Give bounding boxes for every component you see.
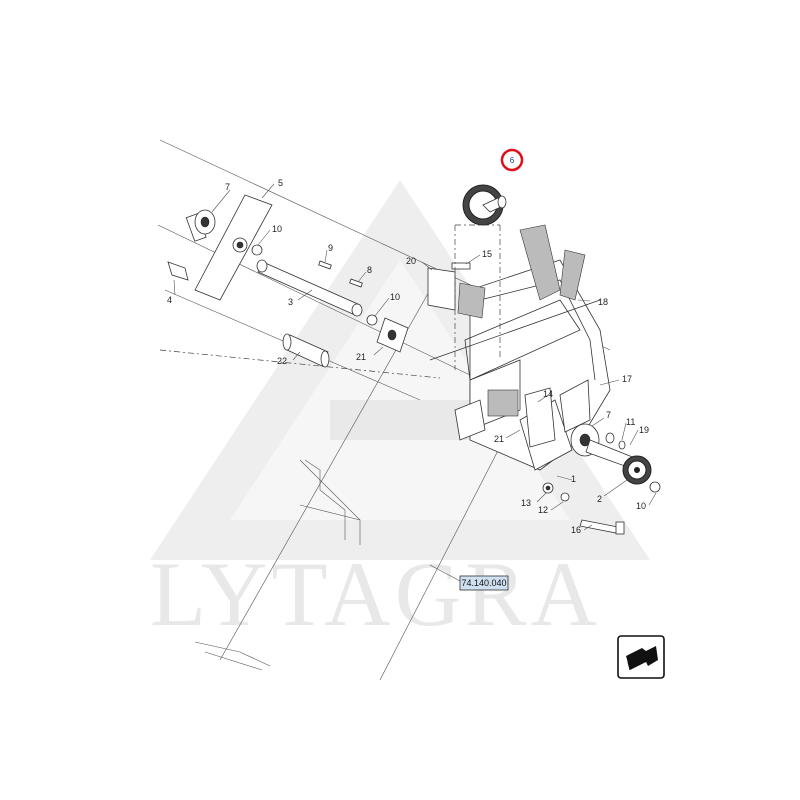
reference-label: 74.140.040 <box>461 578 506 588</box>
callout-20[interactable]: 20 <box>406 256 416 266</box>
callout-15[interactable]: 15 <box>482 249 492 259</box>
shaft <box>256 259 363 317</box>
callout-2[interactable]: 2 <box>597 494 602 504</box>
highlight-callout-6[interactable]: 6 <box>500 148 524 172</box>
callout-9[interactable]: 9 <box>328 243 333 253</box>
callout-4[interactable]: 4 <box>167 295 172 305</box>
callout-10-right[interactable]: 10 <box>636 501 646 511</box>
callout-7-left[interactable]: 7 <box>225 182 230 192</box>
bearing-right <box>519 379 600 471</box>
callout-13[interactable]: 13 <box>521 498 531 508</box>
callout-6: 6 <box>510 156 515 165</box>
callout-1[interactable]: 1 <box>571 474 576 484</box>
callout-17[interactable]: 17 <box>622 374 632 384</box>
watermark: LYTAGRA <box>150 180 650 645</box>
idler-sprocket <box>454 184 507 370</box>
bearing-bracket-left <box>185 194 273 301</box>
key-plate <box>167 261 189 281</box>
callout-22[interactable]: 22 <box>277 356 287 366</box>
guide-blocks <box>427 262 486 319</box>
leader-lines <box>173 183 657 582</box>
washers-bolt <box>542 482 625 535</box>
callout-8[interactable]: 8 <box>367 265 372 275</box>
watermark-text: LYTAGRA <box>150 543 601 645</box>
callout-7-right[interactable]: 7 <box>606 410 611 420</box>
callout-labels: 1 2 3 4 5 7 7 8 9 10 10 10 11 12 13 14 1… <box>167 178 649 535</box>
drive-sprocket <box>622 455 652 485</box>
callout-5[interactable]: 5 <box>278 178 283 188</box>
callout-21-left[interactable]: 21 <box>356 352 366 362</box>
callout-10-left[interactable]: 10 <box>272 224 282 234</box>
reference-box[interactable]: 74.140.040 <box>459 575 509 591</box>
callout-18[interactable]: 18 <box>598 297 608 307</box>
callout-11[interactable]: 11 <box>626 417 635 427</box>
return-arrow-icon[interactable] <box>617 635 665 679</box>
bushing <box>282 333 330 368</box>
callout-10-mid[interactable]: 10 <box>390 292 400 302</box>
circlips <box>251 244 661 493</box>
callout-21-right[interactable]: 21 <box>494 434 504 444</box>
callout-12[interactable]: 12 <box>538 505 548 515</box>
callout-3[interactable]: 3 <box>288 297 293 307</box>
callout-16[interactable]: 16 <box>571 525 581 535</box>
callout-19[interactable]: 19 <box>639 425 649 435</box>
flange-plate-left <box>376 317 409 353</box>
pins <box>318 260 363 288</box>
callout-14[interactable]: 14 <box>543 389 553 399</box>
